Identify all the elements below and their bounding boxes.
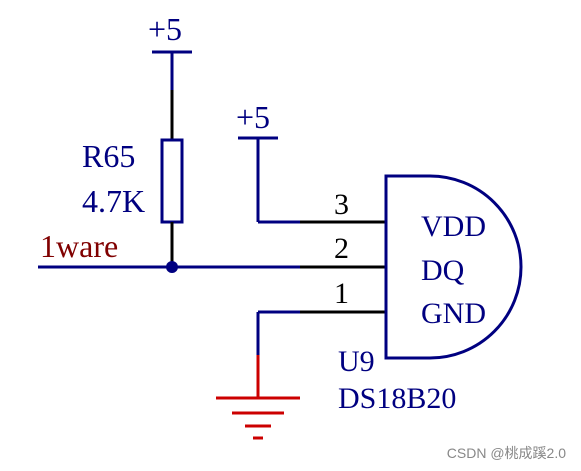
ground-symbol (216, 355, 300, 440)
power-symbol-top (152, 50, 192, 140)
resistor-designator: R65 (82, 138, 135, 174)
pin-3-number: 3 (334, 188, 349, 221)
ground-wire (256, 310, 300, 355)
pin-name-vdd: VDD (421, 210, 486, 243)
net-label-1ware: 1ware (40, 228, 118, 264)
pin-2-number: 2 (334, 232, 349, 265)
ic-body (384, 174, 523, 360)
junction-dot (166, 261, 178, 273)
resistor-body (160, 138, 184, 224)
pin-name-gnd: GND (421, 297, 486, 330)
power-symbol-ic (238, 136, 300, 224)
watermark-text: CSDN @桃成蹊2.0 (447, 445, 566, 461)
ic-part-number: DS18B20 (338, 382, 456, 415)
power-label-top: +5 (148, 11, 182, 47)
resistor-value: 4.7K (82, 183, 145, 219)
power-label-ic: +5 (236, 99, 270, 135)
ic-designator: U9 (338, 345, 375, 378)
pin-name-dq: DQ (421, 254, 465, 287)
pin-1-number: 1 (334, 277, 349, 310)
